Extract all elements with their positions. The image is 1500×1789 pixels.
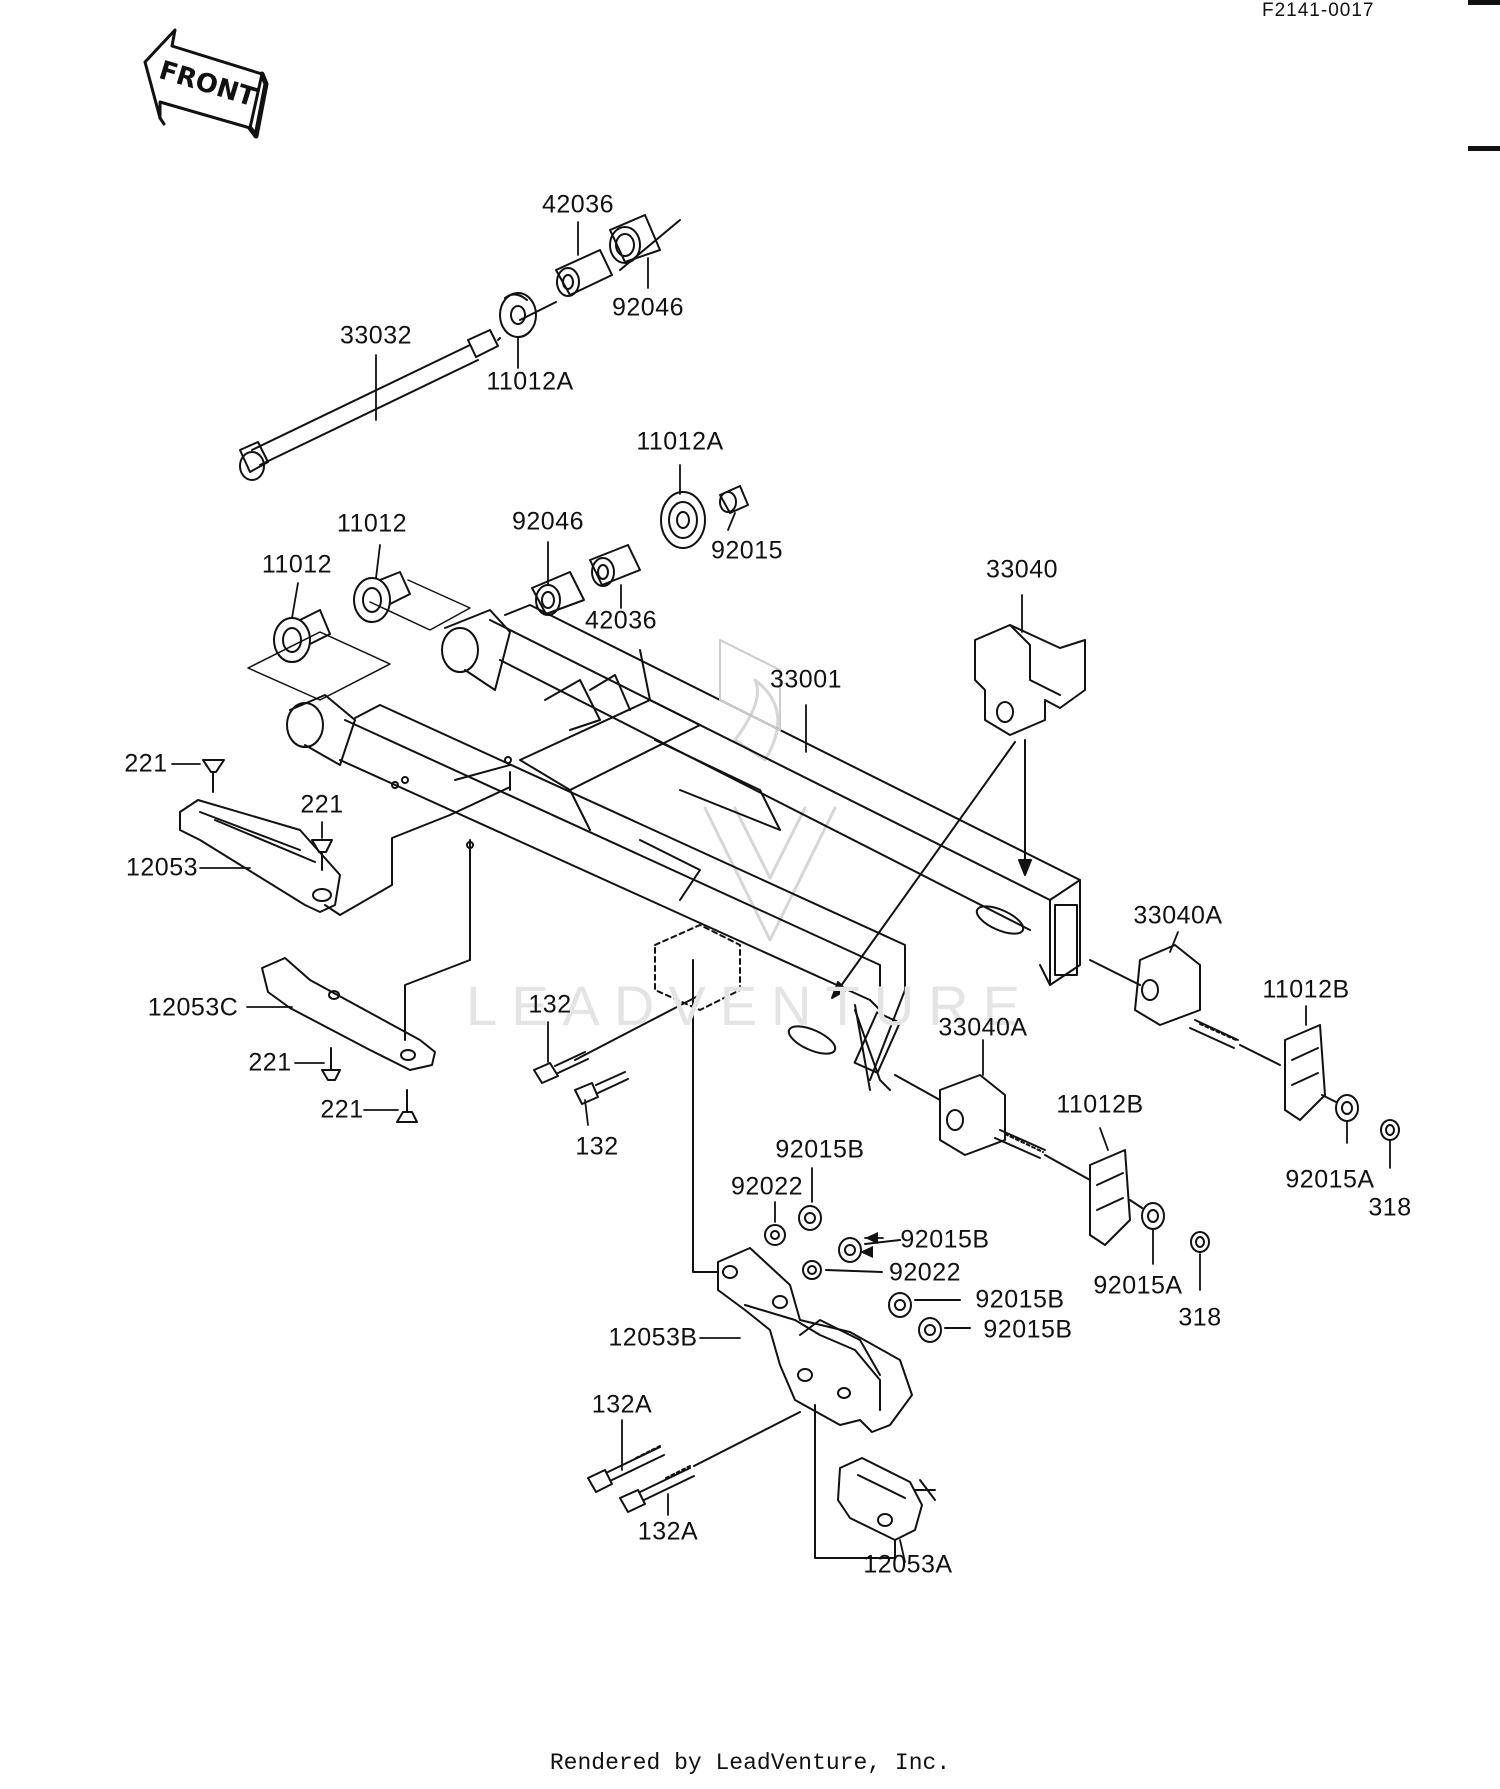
part-label-92022-a[interactable]: 92022: [730, 1172, 804, 1201]
part-label-92015B-a[interactable]: 92015B: [775, 1135, 865, 1164]
part-label-221-d[interactable]: 221: [320, 1095, 364, 1124]
part-label-12053A[interactable]: 12053A: [863, 1550, 953, 1579]
left-seal-assembly: [247, 571, 471, 701]
chain-adjuster-bracket-drawing: [974, 624, 1086, 736]
chain-guide-drawing: [717, 1247, 913, 1433]
top-bearing-assembly: [499, 214, 661, 338]
part-label-33040A-mid[interactable]: 33040A: [938, 1013, 1028, 1042]
part-label-92015B-d[interactable]: 92015B: [983, 1315, 1073, 1344]
screw-221-d-icon: [396, 1089, 418, 1123]
figure-code: F2141-0017: [1262, 0, 1375, 21]
part-label-132-a[interactable]: 132: [528, 990, 572, 1019]
part-label-33001[interactable]: 33001: [769, 665, 843, 694]
part-label-33040A-right[interactable]: 33040A: [1133, 901, 1223, 930]
part-label-11012-b[interactable]: 11012: [336, 509, 408, 538]
part-label-11012B-right[interactable]: 11012B: [1262, 975, 1350, 1004]
part-label-221-c[interactable]: 221: [248, 1048, 292, 1077]
part-label-132A-a[interactable]: 132A: [591, 1390, 653, 1419]
screw-221-b-icon: [311, 839, 333, 871]
chain-adjuster-left-drawing: [939, 1074, 1046, 1159]
part-label-132A-b[interactable]: 132A: [637, 1517, 699, 1546]
part-label-92015B-c[interactable]: 92015B: [975, 1285, 1065, 1314]
nut-92015B-a-icon: [798, 1205, 822, 1231]
part-label-12053[interactable]: 12053: [125, 853, 199, 882]
part-label-11012A-mid[interactable]: 11012A: [636, 427, 724, 456]
label-leader-lines: [171, 221, 1391, 1563]
screw-221-c-icon: [321, 1047, 341, 1081]
edge-mark-top: [1468, 0, 1500, 5]
nut-92015B-c-icon: [888, 1292, 961, 1318]
adjuster-plate-right-drawing: [1284, 1024, 1326, 1121]
part-label-92015B-b[interactable]: 92015B: [900, 1225, 990, 1254]
part-label-42036-mid[interactable]: 42036: [584, 606, 658, 635]
chain-guide-insert-drawing: [837, 1457, 936, 1541]
nut-92015B-b-icon: [838, 1237, 901, 1263]
part-label-132-b[interactable]: 132: [575, 1132, 619, 1161]
bolt-132-a-icon: [533, 994, 701, 1084]
part-label-92015A-mid[interactable]: 92015A: [1093, 1271, 1183, 1300]
chain-slider-drawing: [179, 799, 341, 913]
adjuster-plate-left-drawing: [1089, 1149, 1131, 1246]
part-label-92046-top[interactable]: 92046: [611, 293, 685, 322]
part-label-318-mid[interactable]: 318: [1178, 1303, 1222, 1332]
part-label-33040[interactable]: 33040: [985, 555, 1059, 584]
part-label-42036-top[interactable]: 42036: [541, 190, 615, 219]
bolt-132-b-icon: [574, 1071, 629, 1105]
part-label-11012-a[interactable]: 11012: [261, 550, 333, 579]
nut-set-right-drawing: [1321, 1094, 1400, 1141]
part-label-12053C[interactable]: 12053C: [147, 993, 239, 1022]
part-label-92046-mid[interactable]: 92046: [511, 507, 585, 536]
edge-mark-mid: [1468, 146, 1500, 151]
screw-221-a-icon: [202, 759, 225, 793]
watermark-text: LEADVENTURE: [466, 974, 1034, 1037]
footer-credit: Rendered by LeadVenture, Inc.: [549, 1750, 951, 1776]
part-label-221-a[interactable]: 221: [124, 749, 168, 778]
part-label-92015A-right[interactable]: 92015A: [1285, 1165, 1375, 1194]
part-label-92022-b[interactable]: 92022: [888, 1258, 962, 1287]
washer-92022-b-icon: [802, 1260, 883, 1280]
part-label-11012A-top[interactable]: 11012A: [486, 367, 574, 396]
part-label-11012B-mid[interactable]: 11012B: [1056, 1090, 1144, 1119]
part-label-221-b[interactable]: 221: [300, 790, 344, 819]
part-label-318-right[interactable]: 318: [1368, 1193, 1412, 1222]
swingarm-body-drawing: [286, 604, 1081, 1091]
swingarm-pivot-bolt-drawing: [239, 329, 501, 481]
part-label-92015[interactable]: 92015: [710, 536, 784, 565]
nut-set-left-drawing: [1129, 1199, 1210, 1253]
bolt-132A-a-icon: [587, 1445, 665, 1493]
nut-92015B-d-icon: [918, 1317, 971, 1343]
front-arrow-icon: [143, 28, 269, 139]
part-label-12053B[interactable]: 12053B: [608, 1323, 698, 1352]
bolt-132A-b-icon: [619, 1465, 695, 1513]
washer-92022-a-icon: [764, 1224, 786, 1246]
part-label-33032[interactable]: 33032: [339, 321, 413, 350]
chain-adjuster-right-drawing: [1134, 944, 1239, 1049]
lower-chain-slider-drawing: [261, 957, 436, 1071]
